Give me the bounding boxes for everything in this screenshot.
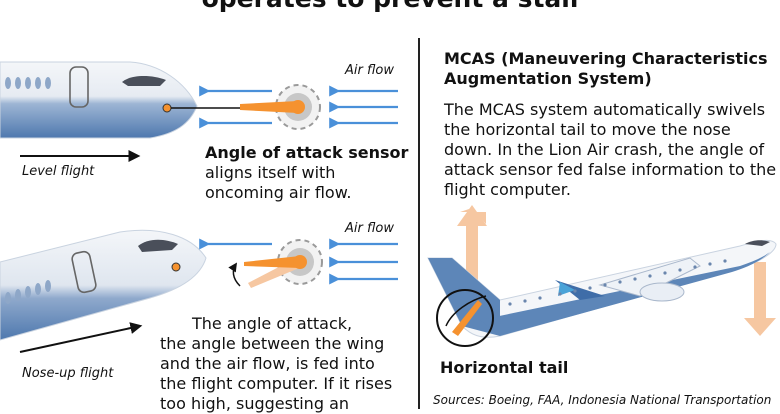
aoa-description: The angle of attack, the angle between t…: [160, 314, 410, 414]
noseup-flight-plane: [0, 229, 207, 341]
page-title: operates to prevent a stall: [0, 0, 780, 14]
sensor-title: Angle of attack sensor: [205, 143, 409, 162]
airflow-label-top: Air flow: [345, 63, 394, 78]
horizontal-tail-label: Horizontal tail: [440, 358, 569, 377]
level-airflow-arrows: [199, 85, 398, 129]
noseup-flight-label: Nose-up flight: [22, 366, 114, 381]
column-divider: [418, 38, 420, 409]
aoa-desc-line: and the air flow, is fed into: [160, 354, 375, 373]
sensor-desc-line2: oncoming air flow.: [205, 183, 352, 202]
horizontal-tail-callout: [436, 289, 494, 347]
mcas-nose-up-arrow: [457, 205, 487, 302]
mcas-title: MCAS (Maneuvering Characteristics Augmen…: [444, 49, 768, 88]
airflow-label-bottom: Air flow: [345, 221, 394, 236]
mcas-plane: [427, 239, 777, 338]
level-flight-plane: [0, 61, 240, 139]
sources-note: Sources: Boeing, FAA, Indonesia National…: [433, 393, 772, 407]
mcas-body: The MCAS system automatically swivels th…: [444, 100, 777, 199]
level-flight-label: Level flight: [22, 164, 95, 179]
noseup-aoa-sensor: [228, 239, 323, 288]
level-aoa-sensor: [240, 84, 321, 130]
mcas-nose-down-arrow: [744, 262, 776, 336]
noseup-airflow-arrows: [199, 238, 398, 285]
aoa-desc-line: too high, suggesting an: [160, 394, 350, 413]
noseup-flight-direction-arrow: [19, 322, 143, 353]
aoa-desc-line: the angle between the wing: [160, 334, 385, 353]
sensor-desc-line1: aligns itself with: [205, 163, 336, 182]
aoa-desc-line: the flight computer. If it rises: [160, 374, 393, 393]
aoa-desc-line: The angle of attack,: [192, 314, 353, 333]
